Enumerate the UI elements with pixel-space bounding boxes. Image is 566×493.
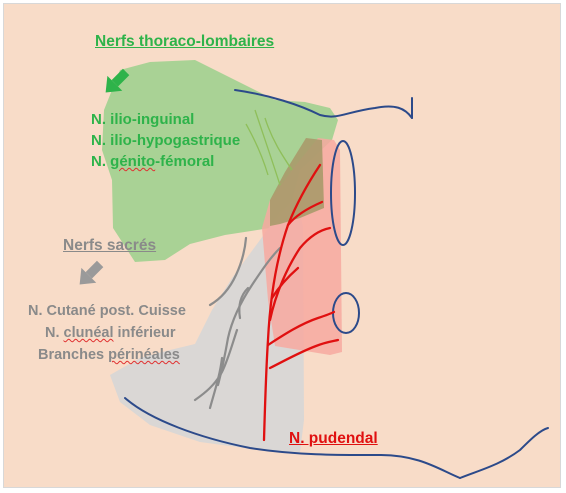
ilio-hypogastrique-label: N. ilio-hypogastrique [91, 133, 240, 148]
genito-prefix: N. [91, 153, 110, 170]
cluneal-label: N. clunéal inférieur [45, 326, 176, 341]
branches-word: périnéales [108, 347, 180, 363]
branches-prefix: Branches [38, 347, 108, 363]
thoraco-lombaires-title: Nerfs thoraco-lombaires [95, 34, 274, 50]
cluneal-prefix: N. [45, 325, 64, 341]
branches-label: Branches périnéales [38, 348, 180, 363]
genito-suffix: -fémoral [155, 153, 214, 170]
nerfs-sacres-title: Nerfs sacrés [63, 238, 156, 254]
arrow-down-right-icon [72, 257, 107, 292]
genito-word: génito [110, 153, 155, 170]
genito-femoral-label: N. génito-fémoral [91, 154, 214, 169]
cluneal-word: clunéal [64, 325, 114, 341]
cutane-label: N. Cutané post. Cuisse [28, 304, 186, 319]
pudendal-title: N. pudendal [289, 431, 378, 447]
ilio-inguinal-label: N. ilio-inguinal [91, 112, 194, 127]
cluneal-suffix: inférieur [114, 325, 176, 341]
